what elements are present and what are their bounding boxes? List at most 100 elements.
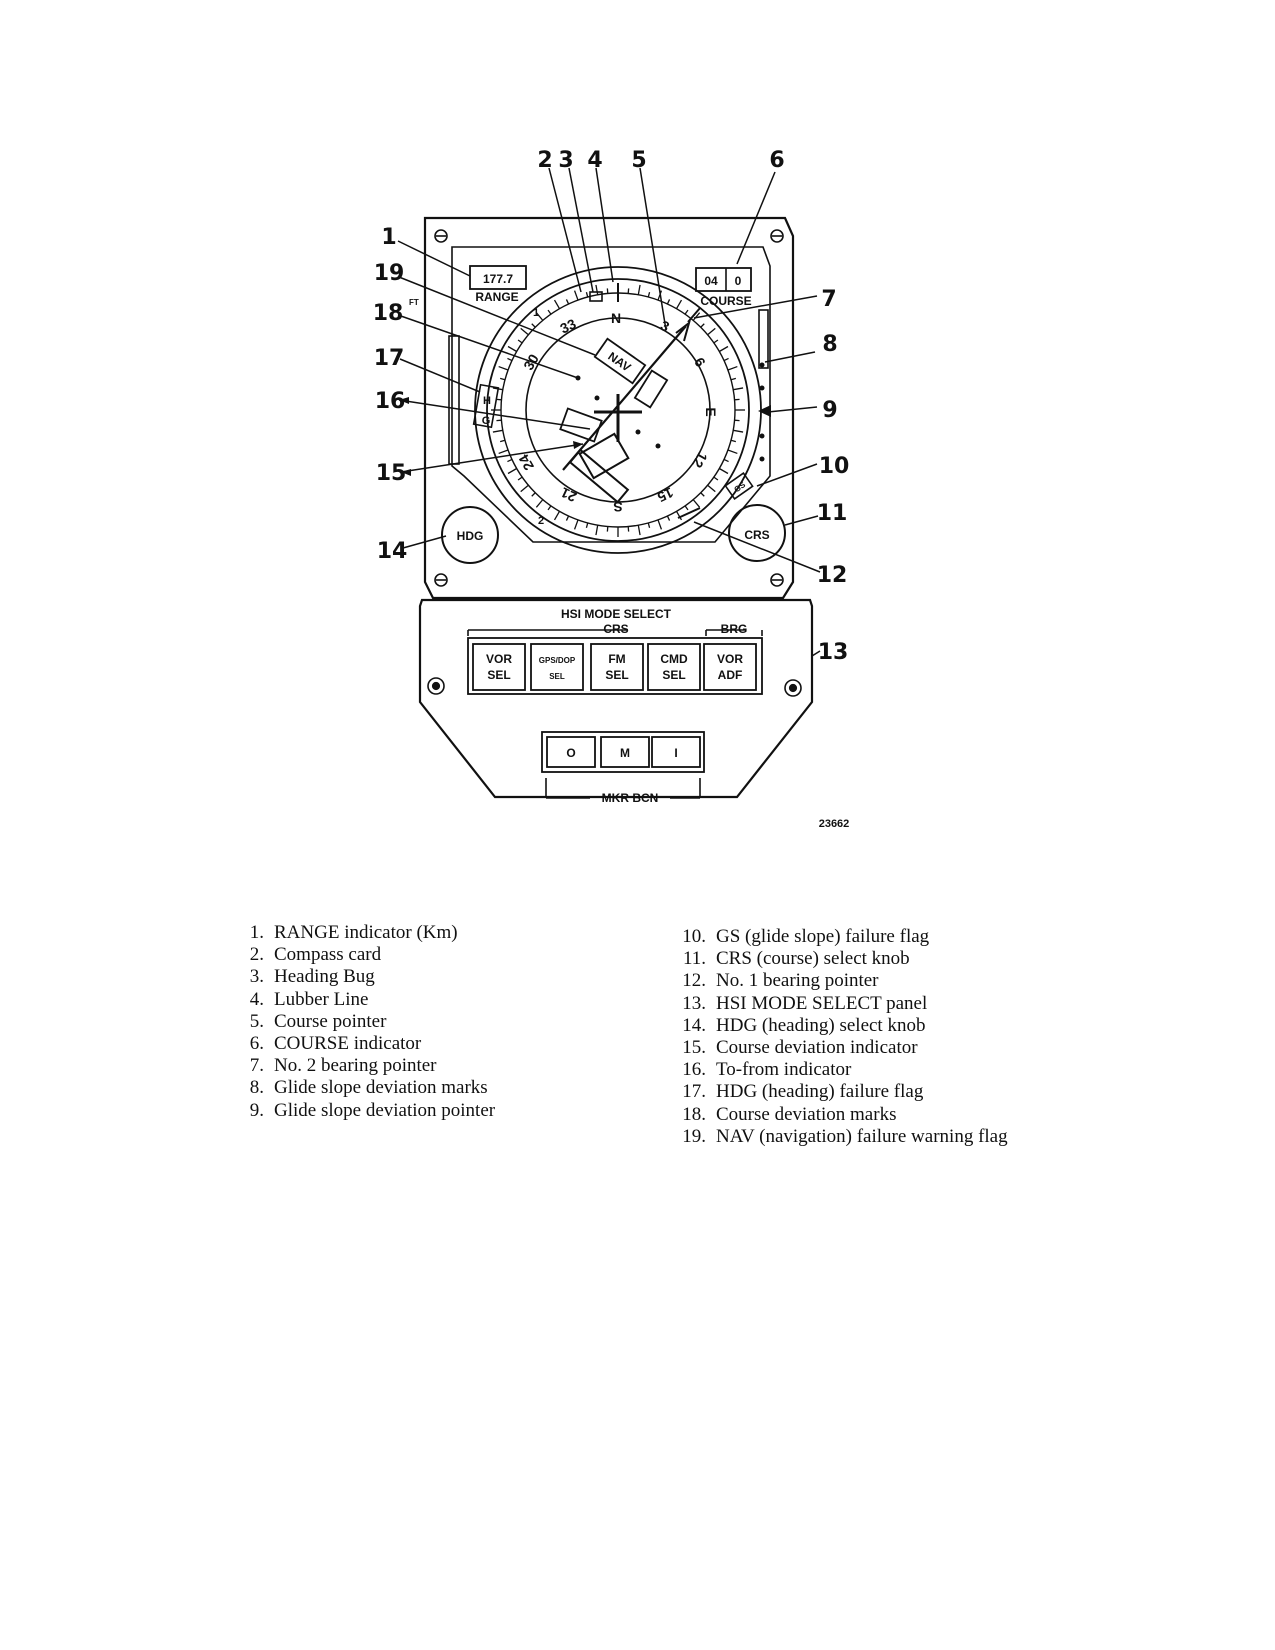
callout-number: 19 [374,261,405,286]
bearing-pointer-1 [677,507,701,519]
compass-tick [692,312,701,321]
compass-tick [531,323,536,328]
compass-tick [692,499,701,508]
compass-tick [498,449,509,455]
compass-card-ring [486,278,750,542]
instrument-case [423,216,795,600]
callout-number: 10 [819,454,850,479]
legend-text: NAV (navigation) failure warning flag [716,1125,1008,1147]
compass-e: E [703,407,719,416]
legend-text: HSI MODE SELECT panel [716,992,928,1014]
mode-button-label: ADF [718,668,743,682]
compass-tick [637,284,641,295]
compass-tick [585,522,589,529]
crs-knob [728,504,786,562]
compass-tick [700,323,705,328]
compass-tick [666,515,671,521]
hdg-knob [441,506,499,564]
legend-text: Lubber Line [274,988,369,1010]
compass-tick [733,429,744,433]
marker-button[interactable]: M [600,736,650,768]
instrument-inner-bezel [451,246,771,543]
marker-frame [541,731,705,773]
mode-button-box[interactable] [703,643,757,691]
mode-button-box[interactable] [647,643,701,691]
compass-tick [517,339,523,344]
bearing-2-label: 2 [538,515,544,527]
compass-tick [547,505,552,511]
marker-button-box[interactable] [651,736,701,768]
legend-text: Glide slope deviation pointer [274,1099,496,1121]
course-label: COURSE [700,294,751,308]
callout-number: 14 [377,539,408,564]
leader-lines [397,167,821,657]
compass-tick [718,467,729,475]
mode-button-box[interactable] [530,643,584,691]
compass-tick [499,439,506,443]
mode-button-box[interactable] [472,643,526,691]
compass-tick [718,345,729,353]
callout-number: 6 [769,148,784,173]
legend-text: Glide slope deviation marks [274,1077,488,1099]
compass-tick [730,439,737,443]
callout-number: 3 [558,148,573,173]
legend-item: 11.CRS (course) select knob [672,948,1008,970]
legend-number: 14. [682,1014,706,1036]
legend-number: 4. [249,988,264,1010]
legend-item: 16.To-from indicator [672,1059,1008,1081]
compass-tick [637,525,641,536]
compass-tick [657,519,663,530]
mode-panel-title: HSI MODE SELECT [561,607,672,621]
to-from-indicator [559,407,603,443]
legend-number: 13. [682,992,706,1014]
compass-tick [713,476,719,481]
mode-button-label: SEL [487,668,510,682]
legend-number: 9. [249,1099,264,1121]
marker-button[interactable]: O [546,736,596,768]
figure-number: 23662 [819,818,850,830]
compass-tick [723,458,729,463]
marker-button-box[interactable] [600,736,650,768]
course-pointer [562,325,687,471]
gs-flag [724,472,754,500]
compass-tick [595,284,599,295]
marker-button-box[interactable] [546,736,596,768]
legend-item: 12.No. 1 bearing pointer [672,970,1008,992]
compass-tick [499,377,506,381]
mode-button[interactable]: VOR ADF [703,643,757,691]
hdg-flag-text-h: H [483,395,491,407]
range-value: 177.7 [483,272,513,286]
legend-number: 1. [249,922,264,943]
compass-tick [498,365,509,371]
callout-number: 4 [587,148,602,173]
legend-item: 1.RANGE indicator (Km) [232,922,495,944]
legend-number: 11. [682,948,706,970]
marker-button[interactable]: I [651,736,701,768]
bearing-pointer-2 [687,307,701,323]
compass-tick [666,299,671,305]
compass-tick [535,499,544,508]
compass-tick [565,515,570,521]
callout-number: 15 [376,461,407,486]
mode-button-label: VOR [717,652,743,666]
callout-number: 12 [817,563,848,588]
compass-s: S [613,499,622,515]
legend-text: Course pointer [274,1010,387,1032]
course-digits-1: 04 [704,274,718,288]
legend-number: 2. [249,944,264,966]
legend-item: 6.COURSE indicator [232,1033,495,1055]
mode-button-box[interactable] [590,643,644,691]
range-window [469,265,527,290]
legend-item: 9. Glide slope deviation pointer [232,1100,495,1122]
range-label: RANGE [475,290,518,304]
callout-number: 8 [822,332,837,357]
compass-tick [595,525,599,536]
legend-item: 2.Compass card [232,944,495,966]
compass-3: 3 [658,317,672,335]
